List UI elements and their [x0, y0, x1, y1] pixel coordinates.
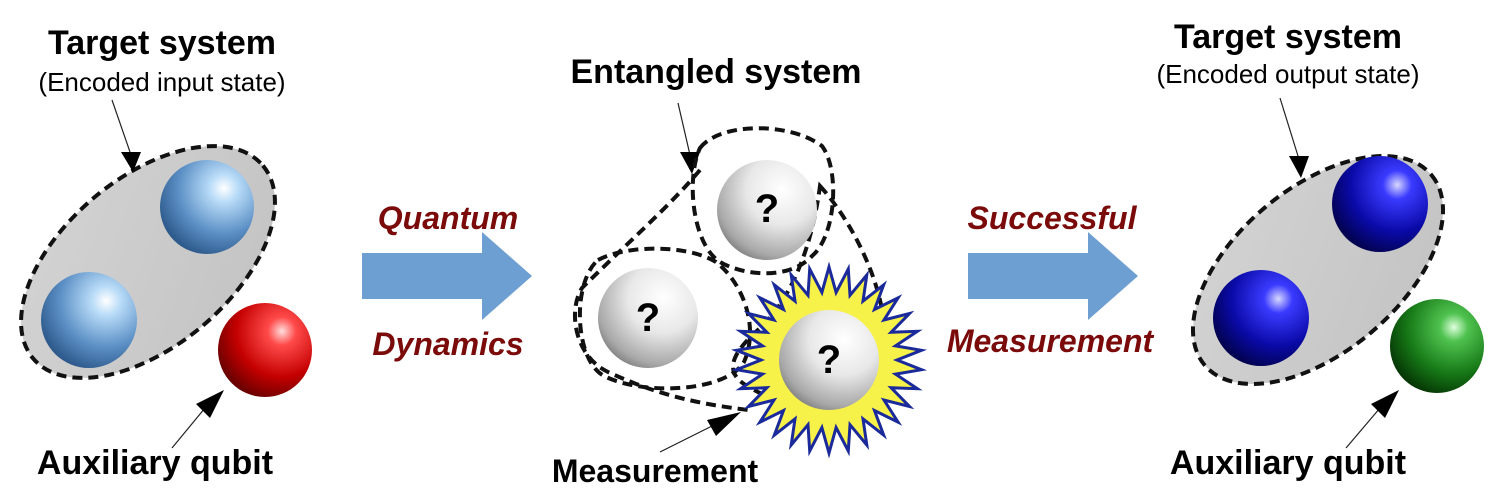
- left-qubit-upper: [160, 160, 254, 254]
- qubit-top-symbol: ?: [755, 187, 779, 231]
- left-aux-pointer: [171, 390, 224, 449]
- left-title: Target system: [48, 24, 276, 62]
- left-subtitle: (Encoded input state): [38, 67, 285, 97]
- middle-qubit-measured: [779, 310, 879, 410]
- middle-title: Entangled system: [571, 53, 862, 91]
- left-aux-qubit: [218, 303, 312, 397]
- arrow2-shape: [968, 232, 1138, 320]
- middle-qubit-top: [717, 160, 817, 260]
- right-subtitle: (Encoded output state): [1156, 59, 1419, 89]
- right-pointer-arrow: [1279, 97, 1309, 178]
- left-aux-label: Auxiliary qubit: [37, 444, 273, 482]
- left-qubit-lower: [41, 272, 137, 368]
- right-qubit-upper: [1332, 156, 1428, 252]
- qubit-measured-symbol: ?: [817, 338, 841, 382]
- right-title: Target system: [1174, 18, 1402, 56]
- arrow1-top-label: Quantum: [378, 200, 518, 236]
- measurement-pointer: [659, 412, 741, 453]
- measurement-label: Measurement: [552, 453, 759, 489]
- right-aux-label: Auxiliary qubit: [1170, 444, 1406, 482]
- arrow2-bottom-label: Measurement: [947, 323, 1155, 359]
- right-aux-pointer: [1345, 390, 1399, 449]
- right-qubit-lower: [1213, 270, 1309, 366]
- qubit-left-symbol: ?: [636, 296, 660, 340]
- middle-qubit-left: [598, 268, 698, 368]
- right-aux-qubit: [1390, 299, 1484, 393]
- arrow2-top-label: Successful: [968, 200, 1138, 236]
- arrow1-shape: [362, 232, 532, 320]
- left-pointer-arrow: [111, 99, 141, 172]
- arrow1-bottom-label: Dynamics: [372, 326, 523, 362]
